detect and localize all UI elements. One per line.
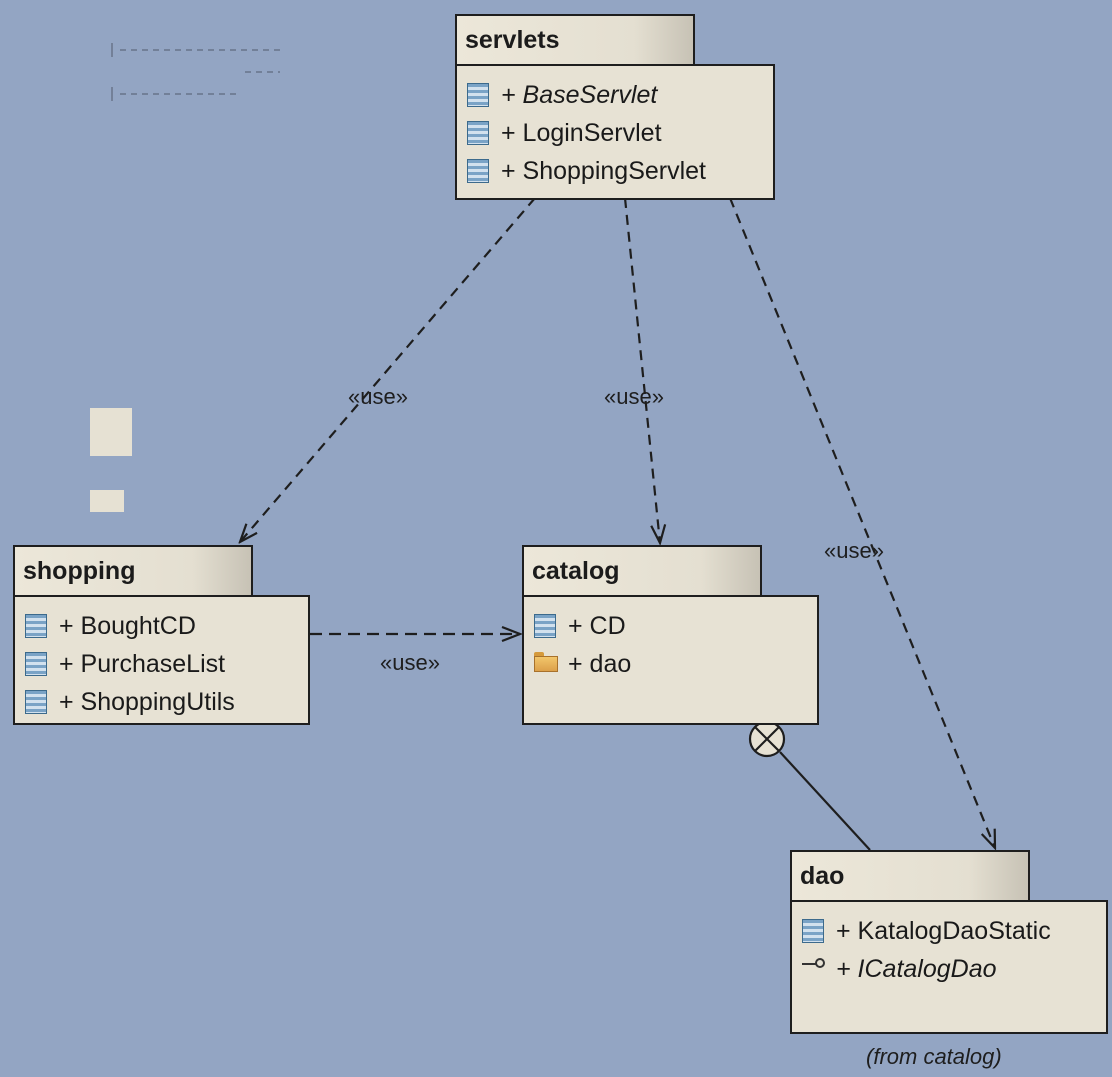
package-member-name: + dao [568,649,632,678]
use-label: «use» [604,384,664,409]
class-item[interactable]: + BoughtCD [25,607,300,645]
class-icon [467,121,489,145]
use-label: «use» [380,650,440,675]
folder-icon [534,652,558,676]
class-item[interactable]: + CD [534,607,809,645]
interface-icon [802,957,825,981]
nesting-icon [748,720,786,758]
class-item[interactable]: + LoginServlet [467,114,765,152]
faint-artifact [90,408,132,456]
interface-item[interactable]: + ICatalogDao [802,950,1098,988]
package-tab: dao [790,850,1030,902]
class-item[interactable]: + ShoppingServlet [467,152,765,190]
use-label: «use» [824,538,884,563]
package-body: + BaseServlet + LoginServlet + ShoppingS… [455,64,775,200]
class-name: + KatalogDaoStatic [836,916,1051,945]
package-servlets[interactable]: servlets + BaseServlet + LoginServlet + … [455,14,775,200]
package-origin-note: (from catalog) [866,1044,1002,1069]
dependency-servlets-catalog [623,197,660,543]
class-name: + ShoppingServlet [501,156,707,185]
dependency-servlets-shopping [240,197,536,542]
class-name: + PurchaseList [59,649,226,678]
package-name: catalog [532,557,620,585]
class-icon [467,159,489,183]
package-item[interactable]: + dao [534,645,809,683]
package-body: + CD + dao [522,595,819,725]
class-item[interactable]: + PurchaseList [25,645,300,683]
class-icon [25,614,47,638]
class-icon [25,652,47,676]
class-name: + CD [568,611,626,640]
package-body: + BoughtCD + PurchaseList + ShoppingUtil… [13,595,310,725]
nesting-connector [779,751,871,851]
package-tab: catalog [522,545,762,597]
class-icon [467,83,489,107]
class-icon [25,690,47,714]
package-name: servlets [465,26,560,54]
package-tab: servlets [455,14,695,66]
class-icon [534,614,556,638]
class-icon [802,919,824,943]
dependency-servlets-dao [728,197,995,848]
class-name: + LoginServlet [501,118,662,147]
class-item[interactable]: + ShoppingUtils [25,683,300,721]
class-name: + BoughtCD [59,611,196,640]
package-body: + KatalogDaoStatic + ICatalogDao [790,900,1108,1034]
class-item[interactable]: + KatalogDaoStatic [802,912,1098,950]
package-name: shopping [23,557,136,585]
package-catalog[interactable]: catalog + CD + dao [522,545,819,725]
use-label: «use» [348,384,408,409]
package-shopping[interactable]: shopping + BoughtCD + PurchaseList + Sho… [13,545,310,725]
package-dao[interactable]: dao + KatalogDaoStatic + ICatalogDao [790,850,1108,1034]
package-name: dao [800,862,845,890]
package-tab: shopping [13,545,253,597]
interface-name: + ICatalogDao [836,954,997,983]
class-name: + ShoppingUtils [59,687,235,716]
faint-artifact [90,490,124,512]
class-name: + BaseServlet [501,80,658,109]
class-item[interactable]: + BaseServlet [467,76,765,114]
faint-artifact [111,43,280,101]
